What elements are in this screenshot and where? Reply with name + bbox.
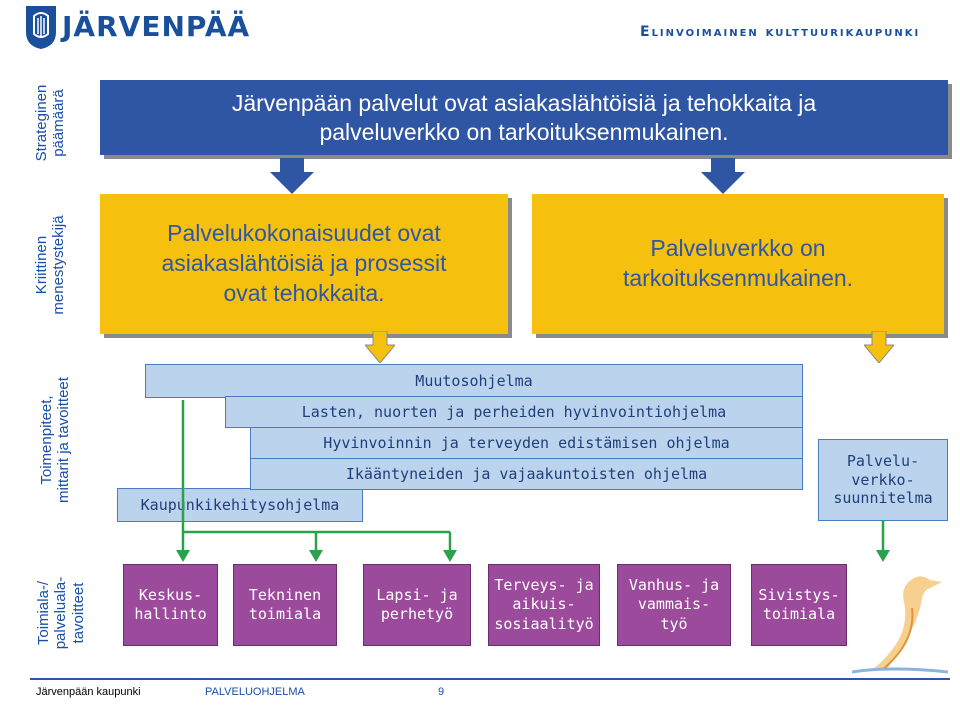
arrow-down-icon: [365, 331, 395, 363]
side-label-critical: Kriittinen menestystekijä: [32, 215, 67, 315]
footer-doc: PALVELUOHJELMA: [205, 686, 305, 698]
coat-of-arms-icon: [26, 6, 56, 49]
side-label-actions: Toimenpiteet, mittarit ja tavoitteet: [37, 377, 72, 503]
success-factor-service-network: Palveluverkko on tarkoituksenmukainen.: [532, 194, 944, 334]
side-label-strategic: Strateginen päämäärä: [32, 84, 67, 162]
arrow-down-icon: [701, 158, 745, 194]
strategic-goal-text: Järvenpään palvelut ovat asiakaslähtöisi…: [231, 89, 817, 145]
program-palveluverkko: Palvelu- verkko- suunnitelma: [818, 439, 948, 521]
arrow-down-icon: [270, 158, 314, 194]
arrow-down-icon: [864, 331, 894, 363]
fox-logo-icon: [852, 576, 948, 674]
program-muutos: Muutosohjelma: [145, 364, 803, 398]
footer-page: 9: [438, 686, 445, 698]
sector-tekninen: Tekninen toimiala: [233, 564, 337, 646]
footer-org: Järvenpään kaupunki: [36, 686, 141, 698]
sector-terveys: Terveys- ja aikuis- sosiaalityö: [488, 564, 600, 646]
program-kaupunkikehitys: Kaupunkikehitysohjelma: [117, 488, 363, 522]
sector-lapsi: Lapsi- ja perhetyö: [363, 564, 471, 646]
side-label-sector: Toimiala-/ palveluala- tavoitteet: [35, 576, 87, 650]
logo-text: JÄRVENPÄÄ: [62, 10, 251, 43]
sector-sivistys: Sivistys- toimiala: [751, 564, 847, 646]
success-factor-processes: Palvelukokonaisuudet ovat asiakaslähtöis…: [100, 194, 508, 334]
connector-lines: [176, 400, 890, 562]
program-ikaantyneet: Ikääntyneiden ja vajaakuntoisten ohjelma: [250, 458, 803, 490]
program-lasten: Lasten, nuorten ja perheiden hyvinvointi…: [225, 396, 803, 428]
sector-keskushallinto: Keskus- hallinto: [123, 564, 218, 646]
program-hyvinvointi: Hyvinvoinnin ja terveyden edistämisen oh…: [250, 427, 803, 459]
sector-vanhus: Vanhus- ja vammais- työ: [617, 564, 731, 646]
strategic-goal-box: Järvenpään palvelut ovat asiakaslähtöisi…: [100, 80, 948, 155]
tagline: Elinvoimainen kulttuurikaupunki: [640, 24, 921, 40]
footer-divider: [30, 678, 950, 680]
